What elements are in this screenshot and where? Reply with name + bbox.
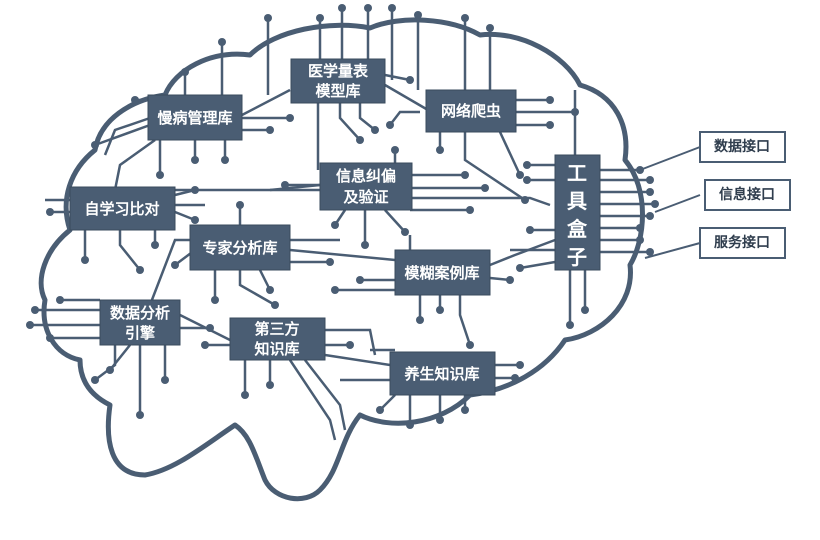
module-label: 模型库 — [315, 82, 360, 100]
module-label: 数据分析 — [110, 304, 170, 322]
module-web-crawler[interactable]: 网络爬虫 — [425, 89, 517, 133]
module-label: 工 — [567, 161, 587, 185]
data-interface[interactable]: 数据接口 — [699, 131, 786, 163]
module-label: 知识库 — [254, 340, 299, 358]
module-label: 及验证 — [343, 188, 388, 206]
module-label: 信息纠偏 — [336, 167, 396, 185]
module-fuzzy-case-library[interactable]: 模糊案例库 — [394, 249, 491, 296]
module-label: 引擎 — [125, 324, 155, 342]
module-medical-scale-model-library[interactable]: 医学量表 模型库 — [290, 58, 386, 104]
module-self-learning-comparison[interactable]: 自学习比对 — [69, 186, 176, 231]
brain-outline — [38, 17, 645, 502]
module-label: 网络爬虫 — [441, 102, 501, 120]
module-expert-analysis[interactable]: 专家分析库 — [189, 224, 291, 271]
info-interface[interactable]: 信息接口 — [704, 179, 791, 211]
module-label: 盒 — [566, 217, 588, 241]
module-label: 子 — [567, 245, 587, 269]
interface-label: 信息接口 — [719, 186, 775, 203]
module-data-analysis-engine[interactable]: 数据分析 引擎 — [99, 299, 181, 346]
module-label: 养生知识库 — [403, 365, 479, 383]
module-info-correction-verification[interactable]: 信息纠偏 及验证 — [319, 162, 413, 211]
interface-label: 数据接口 — [714, 138, 770, 155]
module-label: 医学量表 — [308, 62, 369, 80]
module-label: 第三方 — [254, 320, 299, 338]
module-label: 慢病管理库 — [157, 109, 232, 127]
module-health-knowledge[interactable]: 养生知识库 — [389, 351, 496, 396]
module-third-party-knowledge[interactable]: 第三方 知识库 — [229, 317, 326, 361]
module-label: 具 — [567, 189, 587, 213]
interface-label: 服务接口 — [714, 234, 770, 251]
service-interface[interactable]: 服务接口 — [699, 227, 786, 259]
module-toolbox[interactable]: 工 具 盒 子 — [554, 154, 601, 271]
interface-connectors — [639, 146, 701, 259]
module-label: 专家分析库 — [202, 239, 277, 257]
module-chronic-disease-management[interactable]: 慢病管理库 — [147, 94, 243, 141]
module-label: 模糊案例库 — [404, 264, 479, 282]
circuit-wires — [26, 4, 659, 441]
module-label: 自学习比对 — [84, 200, 159, 218]
